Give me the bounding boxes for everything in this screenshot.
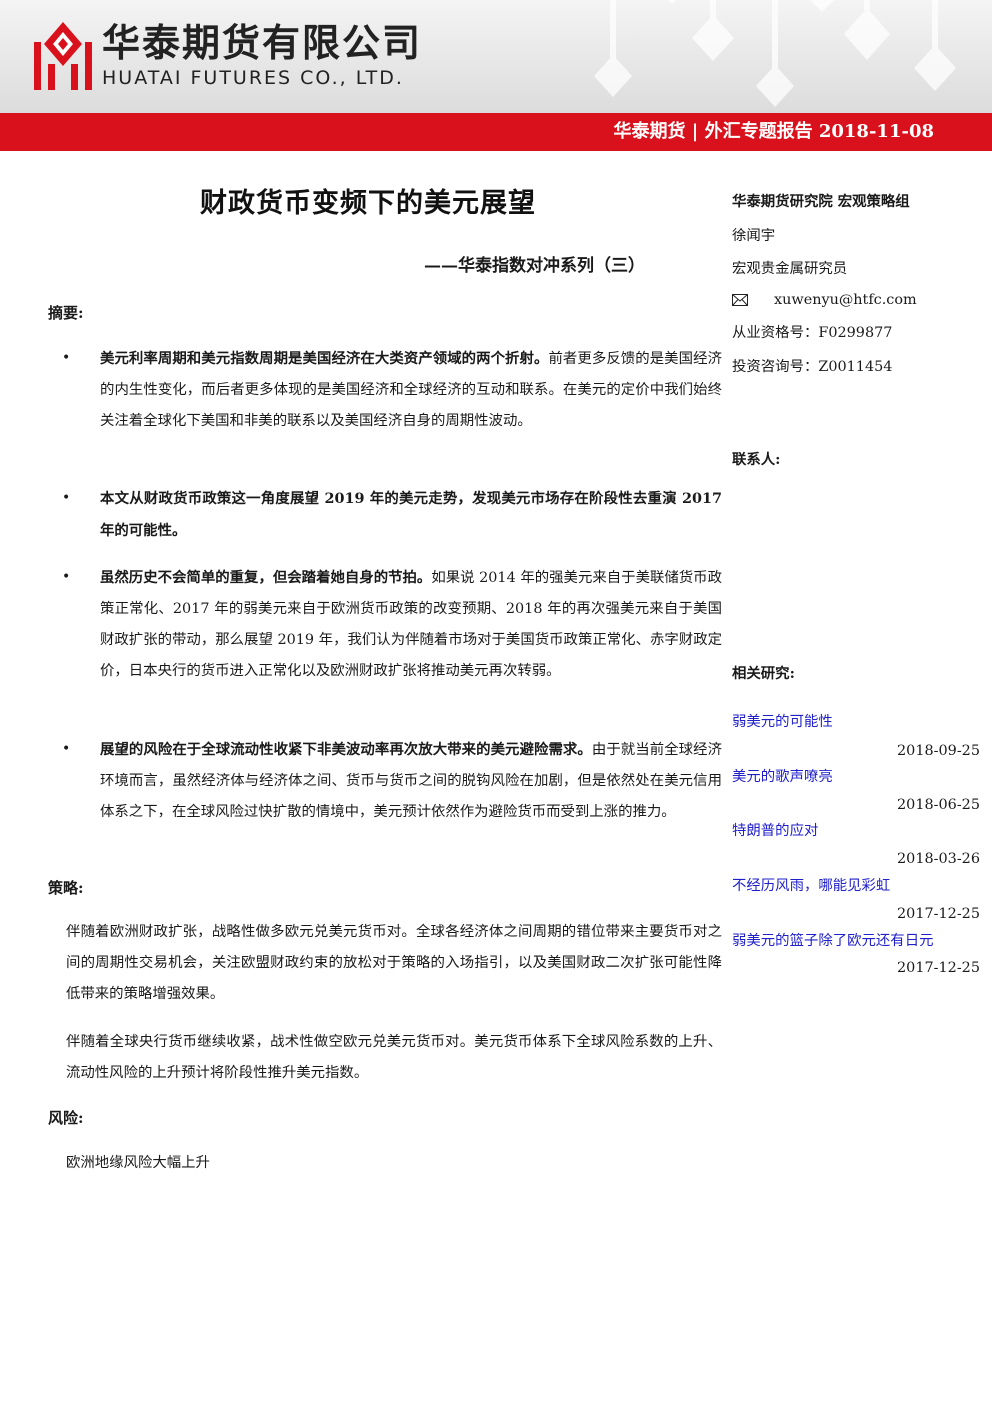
bullet-dot-icon: •	[62, 350, 71, 366]
related-research-link[interactable]: 美元的歌声嘹亮	[732, 769, 833, 785]
related-research-link[interactable]: 弱美元的可能性	[732, 714, 833, 730]
mail-icon	[732, 294, 748, 306]
bullet-lead: 美元利率周期和美元指数周期是美国经济在大类资产领域的两个折射。	[100, 350, 549, 367]
research-institute: 华泰期货研究院 宏观策略组	[732, 193, 910, 210]
risk-heading: 风险:	[48, 1109, 84, 1127]
abstract-bullet-1: 美元利率周期和美元指数周期是美国经济在大类资产领域的两个折射。前者更多反馈的是美…	[100, 343, 722, 437]
analyst-role: 宏观贵金属研究员	[732, 261, 848, 277]
related-research-date: 2018-06-25	[897, 797, 980, 813]
bullet-dot-icon: •	[62, 490, 71, 506]
strategy-heading: 策略:	[48, 879, 84, 897]
bullet-lead: 本文从财政货币政策这一角度展望 2019 年的美元走势，发现美元市场存在阶段性去…	[100, 490, 722, 539]
related-research-date: 2017-12-25	[897, 906, 980, 922]
abstract-bullet-3: 虽然历史不会简单的重复，但会踏着她自身的节拍。如果说 2014 年的强美元来自于…	[100, 562, 722, 687]
report-type-date: 华泰期货 | 外汇专题报告 2018-11-08	[613, 121, 934, 142]
bullet-body: 如果说 2014 年的强美元来自于美联储货币政策正常化、2017 年的弱美元来自…	[100, 570, 722, 679]
strategy-paragraph-2: 伴随着全球央行货币继续收紧，战术性做空欧元兑美元货币对。美元货币体系下全球风险系…	[66, 1034, 722, 1081]
abstract-bullet-4: 展望的风险在于全球流动性收紧下非美波动率再次放大带来的美元避险需求。由于就当前全…	[100, 734, 722, 828]
header-decoration	[594, 0, 956, 107]
bullet-lead: 展望的风险在于全球流动性收紧下非美波动率再次放大带来的美元避险需求。	[100, 741, 592, 758]
company-name-cn: 华泰期货有限公司	[102, 21, 423, 65]
bullet-body: 前者更多反馈的是美国经济的内生性变化，而后者更多体现的是美国经济和全球经济的互动…	[100, 351, 722, 429]
bullet-dot-icon: •	[62, 569, 71, 585]
related-research-link[interactable]: 不经历风雨，哪能见彩虹	[732, 878, 891, 894]
company-name-en: HUATAI FUTURES CO., LTD.	[102, 67, 404, 89]
contact-heading: 联系人:	[732, 451, 781, 468]
bullet-lead: 虽然历史不会简单的重复，但会踏着她自身的节拍。	[100, 569, 432, 586]
strategy-paragraph-1: 伴随着欧洲财政扩张，战略性做多欧元兑美元货币对。全球各经济体之间周期的错位带来主…	[66, 924, 722, 1002]
advisory-number: 投资咨询号：Z0011454	[732, 359, 893, 375]
analyst-name: 徐闻宇	[732, 228, 776, 244]
abstract-heading: 摘要:	[48, 304, 84, 322]
related-research-heading: 相关研究:	[732, 665, 795, 682]
license-number: 从业资格号：F0299877	[732, 325, 893, 341]
report-title: 财政货币变频下的美元展望	[200, 188, 536, 219]
risk-text: 欧洲地缘风险大幅上升	[66, 1155, 210, 1171]
company-logo-icon	[34, 22, 92, 90]
related-research-date: 2017-12-25	[897, 960, 980, 976]
page-header: 华泰期货有限公司 HUATAI FUTURES CO., LTD.	[0, 0, 992, 113]
related-research-link[interactable]: 弱美元的篮子除了欧元还有日元	[732, 933, 934, 949]
related-research-date: 2018-09-25	[897, 743, 980, 759]
bullet-dot-icon: •	[62, 741, 71, 757]
analyst-email[interactable]: xuwenyu@htfc.com	[774, 292, 917, 308]
abstract-bullet-2: 本文从财政货币政策这一角度展望 2019 年的美元走势，发现美元市场存在阶段性去…	[100, 483, 722, 547]
bullet-body: 由于就当前全球经济环境而言，虽然经济体与经济体之间、货币与货币之间的脱钩风险在加…	[100, 742, 722, 820]
report-subtitle: ——华泰指数对冲系列（三）	[424, 256, 645, 276]
related-research-link[interactable]: 特朗普的应对	[732, 823, 819, 839]
related-research-date: 2018-03-26	[897, 851, 980, 867]
report-banner: 华泰期货 | 外汇专题报告 2018-11-08	[0, 113, 992, 151]
